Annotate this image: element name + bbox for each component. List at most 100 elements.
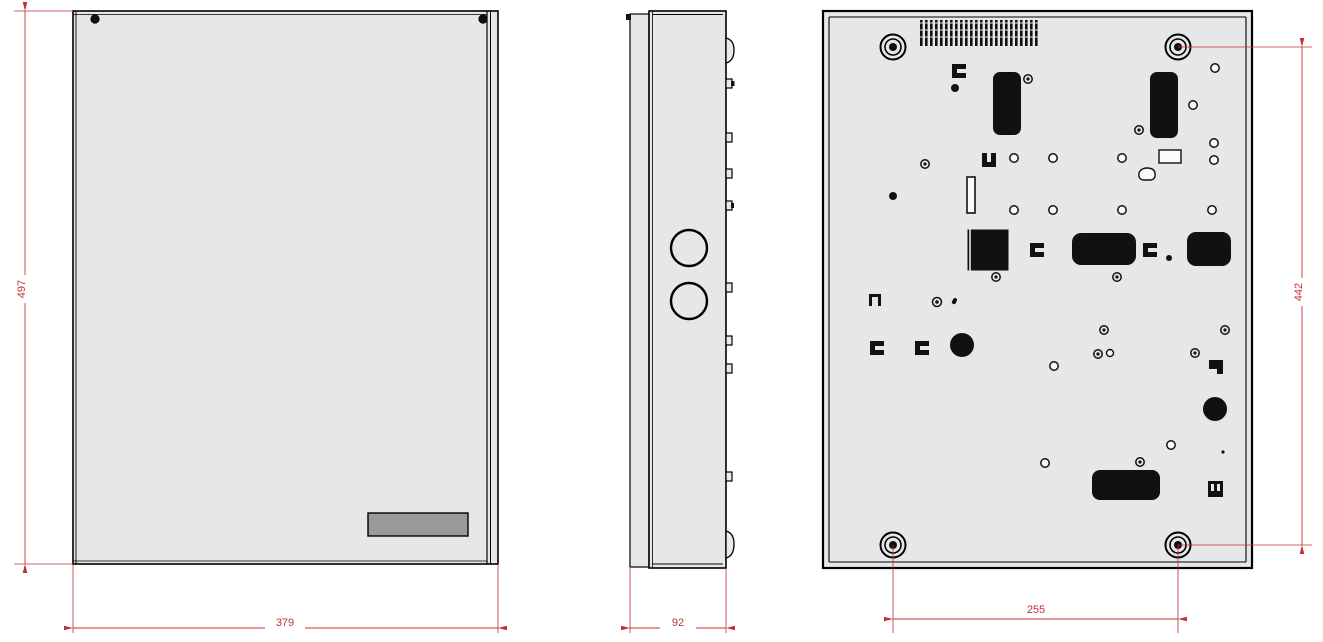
width-dim-value: 379 [276,617,294,629]
vent-slot [995,20,998,46]
vent-slot [965,20,968,46]
vent-slot [970,20,973,46]
width-dim-text-backdrop [265,616,305,632]
side-tab-7 [725,363,733,374]
component-dome-outline [1138,167,1156,181]
vent-slot [1025,20,1028,46]
open-hole [1009,205,1019,215]
open-hole-group [953,63,1225,468]
component-open-rect-right [1158,149,1182,164]
ringed-hole [1023,74,1033,84]
side-tab-6 [725,335,733,346]
bracket-clip-group [869,64,1223,497]
side-tab-large-top [725,37,735,64]
bracket-double-clip [1208,481,1223,497]
front-label-plate [367,512,469,537]
vent-slot [925,20,928,46]
mount-v-dim-text-backdrop [1293,278,1311,306]
ringed-hole [1220,325,1230,335]
mounting-hole-vertical-spacing-dimension: 442 [1178,38,1312,554]
open-hole [1210,63,1220,73]
open-hole [1207,205,1217,215]
height-dim-text-backdrop [16,275,34,303]
rear-body-outline [821,9,1254,570]
vent-slot [930,20,933,46]
ringed-hole [1099,325,1109,335]
open-hole [1105,348,1115,358]
vent-slot [1020,20,1023,46]
front-screw-top-left [90,14,100,24]
vent-slot-group [918,20,1040,46]
depth-dim-text-backdrop [660,616,696,632]
vent-slot [1035,20,1038,46]
filled-hole [889,192,897,200]
side-tab-5 [725,282,733,293]
vent-slot [990,20,993,46]
vent-slot [935,20,938,46]
mount-h-dim-value: 255 [1027,604,1045,616]
mounting-boss-top-left [879,33,907,61]
height-dim-value: 497 [16,280,28,298]
bracket-clip [870,341,884,355]
overall-height-dimension: 497 [14,2,73,573]
vent-slot [985,20,988,46]
mounting-hole-horizontal-spacing-dimension: 255 [884,545,1187,633]
connector-block-upper-left [993,72,1021,135]
overall-depth-dimension: 92 [621,568,735,633]
open-hole [1040,458,1050,468]
open-hole [1048,153,1058,163]
side-elevation-view [626,10,735,569]
ringed-hole [1190,348,1200,358]
component-square-mid-left [967,229,1009,271]
vent-slot [940,20,943,46]
bracket-clip [1143,243,1157,257]
vent-slot [1000,20,1003,46]
bracket-clip [915,341,929,355]
side-knockout-upper [669,228,709,268]
connector-block-lower-center [1092,470,1160,500]
depth-dim-value: 92 [672,617,684,629]
filled-hole-tiny [1221,450,1225,454]
side-tab-4-pin [731,203,734,208]
mount-h-dim-text-backdrop [1018,602,1054,618]
side-tab-8 [725,471,733,482]
bracket-clip-u [982,153,996,167]
open-hole [1009,153,1019,163]
ringed-hole [920,159,930,169]
vent-slot [1010,20,1013,46]
ringed-hole [1135,457,1145,467]
filled-hole-tiny [953,298,957,302]
bracket-clip-corner [1209,360,1223,374]
vent-slot [1015,20,1018,46]
vent-slot [980,20,983,46]
vent-slot [955,20,958,46]
large-hole-left [950,333,974,357]
mount-v-dim-value: 442 [1293,283,1305,301]
overall-width-dimension: 379 [64,564,507,633]
rear-interior-pcb-view [821,9,1254,570]
open-hole [1049,361,1059,371]
vent-slot [1005,20,1008,46]
front-elevation-view [72,10,499,565]
side-tab-3 [725,168,733,179]
open-hole [1117,205,1127,215]
front-screw-top-right [478,14,488,24]
vent-slot [960,20,963,46]
ringed-hole [1112,272,1122,282]
vent-slot [950,20,953,46]
open-hole [1209,138,1219,148]
ringed-hole [931,296,943,308]
connector-block-mid-center [1072,233,1136,265]
vent-slot [975,20,978,46]
bracket-clip [952,64,966,78]
vent-slot [1030,20,1033,46]
open-hole [1166,440,1176,450]
filled-hole [951,84,959,92]
open-hole [1188,100,1198,110]
side-tab-2 [725,132,733,143]
side-body-outline [648,10,727,569]
component-tall-slot [966,176,976,214]
ringed-hole [1134,125,1144,135]
